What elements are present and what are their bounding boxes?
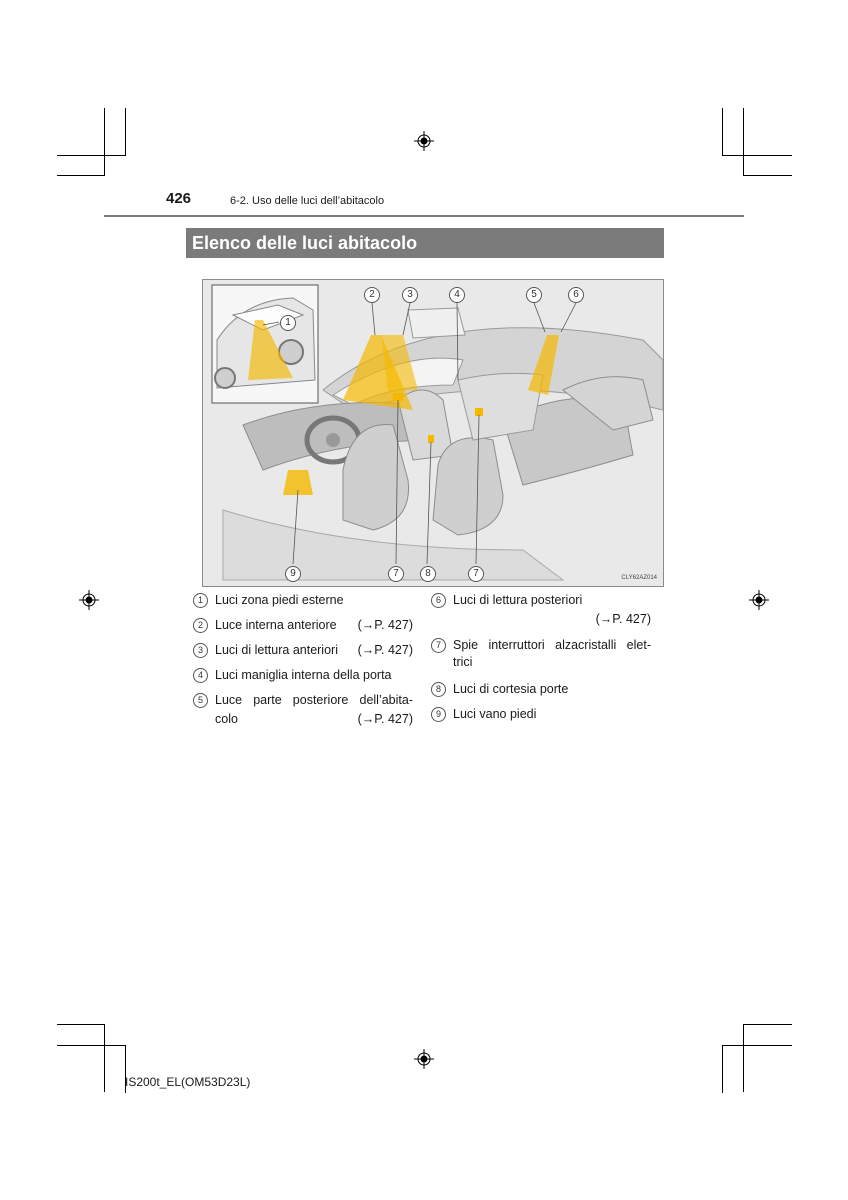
callout-circle: 7: [388, 566, 404, 582]
crop-mark: [722, 1045, 723, 1093]
callout-circle: 3: [402, 287, 418, 303]
page-reference: (→P. 427): [357, 643, 413, 657]
item-text: Luci maniglia interna della porta: [215, 668, 392, 682]
item-text: Spie interruttori alzacristalli elet-: [453, 638, 651, 652]
figure-code: CLY62AZ014: [621, 575, 657, 581]
item-text-continued: trici: [453, 655, 473, 669]
callout-circle: 7: [468, 566, 484, 582]
item-text: Luce interna anteriore: [215, 618, 337, 632]
callout-circle: 8: [420, 566, 436, 582]
header-rule: [104, 215, 744, 217]
item-number: 2: [193, 618, 208, 633]
list-item: 7 Spie interruttori alzacristalli elet- …: [431, 637, 651, 673]
footer-code: IS200t_EL(OM53D23L): [125, 1075, 251, 1089]
registration-mark-icon: [749, 590, 769, 610]
list-item: 6 Luci di lettura posteriori (→P. 427): [431, 592, 651, 628]
callout-circle: 6: [568, 287, 584, 303]
item-number: 8: [431, 682, 446, 697]
crop-mark: [722, 1045, 792, 1046]
crop-mark: [722, 108, 723, 156]
page-reference: (→P. 427): [595, 612, 651, 626]
crop-mark: [57, 1024, 105, 1025]
callout-circle: 4: [449, 287, 465, 303]
item-number: 4: [193, 668, 208, 683]
callout-circle: 5: [526, 287, 542, 303]
item-number: 1: [193, 593, 208, 608]
registration-mark-icon: [79, 590, 99, 610]
crop-mark: [743, 108, 744, 176]
item-number: 3: [193, 643, 208, 658]
item-number: 7: [431, 638, 446, 653]
crop-mark: [125, 1045, 126, 1093]
item-text: Luce parte posteriore dell’abita-: [215, 693, 413, 707]
section-title: Elenco delle luci abitacolo: [186, 228, 664, 258]
crop-mark: [104, 108, 105, 176]
item-text: Luci zona piedi esterne: [215, 593, 344, 607]
section-path: 6-2. Uso delle luci dell’abitacolo: [230, 195, 385, 207]
item-text: Luci di lettura anteriori: [215, 643, 338, 657]
crop-mark: [57, 155, 126, 156]
crop-mark: [743, 1024, 792, 1025]
legend-left: 1 Luci zona piedi esterne 2 Luce interna…: [193, 592, 413, 732]
registration-mark-icon: [414, 1049, 434, 1069]
crop-mark: [743, 175, 792, 176]
cabin-lights-illustration: CLY62AZ014: [202, 279, 664, 587]
callout-circle: 1: [280, 315, 296, 331]
crop-mark: [743, 1024, 744, 1092]
page-reference: (→P. 427): [357, 712, 413, 726]
callout-circle: 2: [364, 287, 380, 303]
crop-mark: [104, 1024, 105, 1092]
item-number: 9: [431, 707, 446, 722]
registration-mark-icon: [414, 131, 434, 151]
item-text-continued: colo: [215, 712, 238, 726]
page-number: 426: [166, 190, 192, 207]
crop-mark: [125, 108, 126, 156]
item-number: 6: [431, 593, 446, 608]
item-text: Luci di cortesia porte: [453, 682, 569, 696]
crop-mark: [722, 155, 792, 156]
page-reference: (→P. 427): [357, 618, 413, 632]
legend-right: 6 Luci di lettura posteriori (→P. 427) 7…: [431, 592, 651, 732]
crop-mark: [57, 175, 105, 176]
list-item: 5 Luce parte posteriore dell’abita- colo…: [193, 692, 413, 728]
item-text: Luci di lettura posteriori: [453, 593, 583, 607]
car-interior-drawing: [211, 284, 663, 581]
item-number: 5: [193, 693, 208, 708]
item-text: Luci vano piedi: [453, 707, 537, 721]
callout-circle: 9: [285, 566, 301, 582]
crop-mark: [57, 1045, 126, 1046]
